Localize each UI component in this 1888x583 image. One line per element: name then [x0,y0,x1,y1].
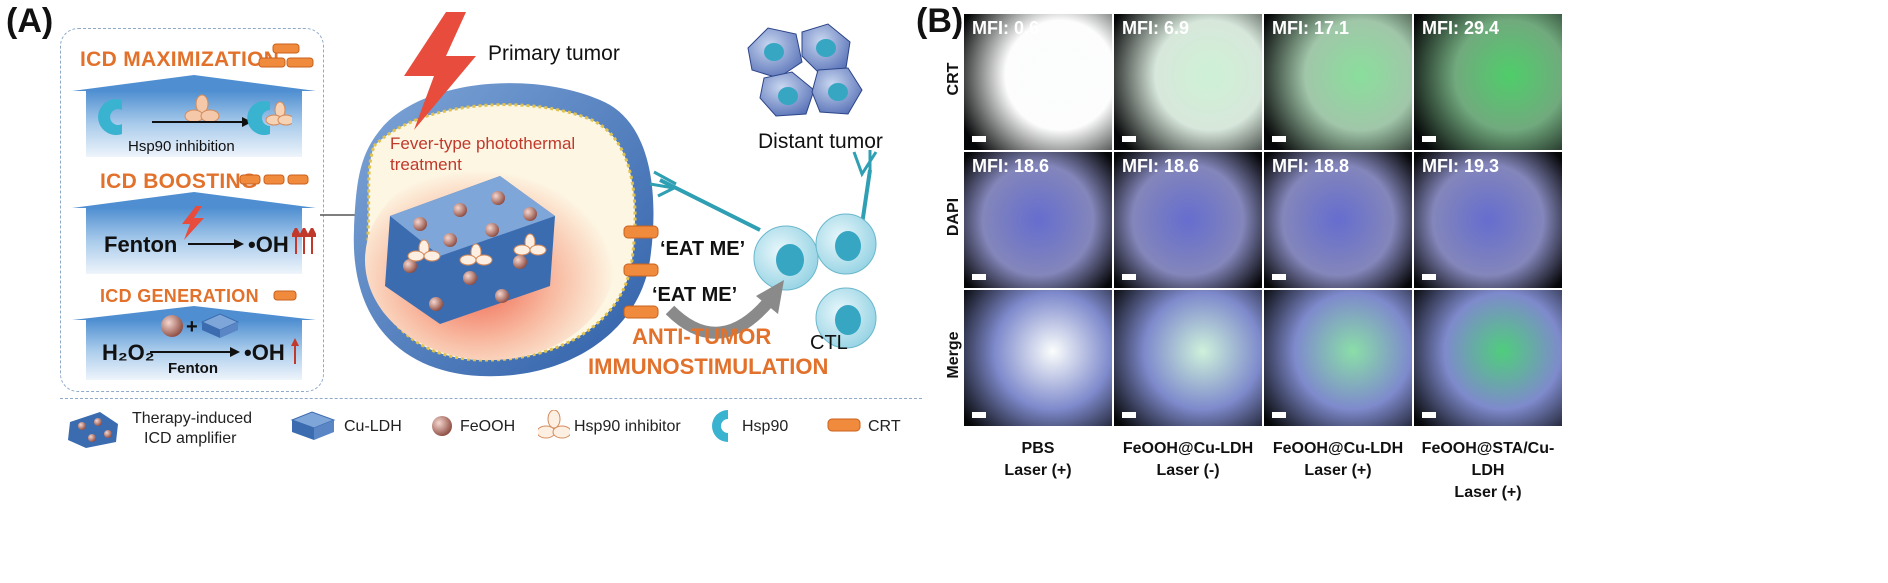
legend-amplifier-2: ICD amplifier [144,430,237,447]
trident-left-icon [650,170,761,232]
micrograph-crt-1: MFI: 0.6 [964,14,1112,150]
lightning-icon [182,206,204,240]
triple-up-arrow-icon [292,228,316,254]
scale-bar [1422,136,1436,142]
primary-tumor-label: Primary tumor [488,42,620,65]
crt-single-icon [273,290,297,301]
micrograph-merge-4 [1414,290,1562,426]
feooh-plus-culdh-icon: + [161,313,240,338]
legend-culdh-icon [290,411,336,440]
generation-box [72,306,316,380]
legend-divider [60,398,922,399]
mfi-label: MFI: 0.6 [972,18,1040,38]
distant-tumor-label: Distant tumor [758,130,883,153]
crt-stack-icon [258,43,314,68]
scale-bar [972,412,986,418]
mechanism-frame [60,28,324,392]
micrograph-dapi-1: MFI: 18.6 [964,152,1112,288]
row-label-dapi: DAPI [945,197,962,237]
micrograph-dapi-2: MFI: 18.6 [1114,152,1262,288]
micrograph-dapi-3: MFI: 18.8 [1264,152,1412,288]
mfi-label: MFI: 18.6 [1122,156,1200,176]
legend-hsp90-icon [712,410,728,442]
scale-bar [1122,412,1136,418]
micrograph-crt-2: MFI: 6.9 [1114,14,1262,150]
scale-bar [1122,136,1136,142]
row-label-merge: Merge [945,331,962,379]
scale-bar [1272,412,1286,418]
generation-arrow [150,347,240,357]
fenton-label: Fenton [104,232,178,257]
legend-feooh-icon [432,416,452,436]
scale-bar [1272,274,1286,280]
oh-generation-label: •OH [244,340,285,365]
laser-bolt-icon [404,12,476,130]
boosting-arrow [188,239,244,249]
h2o2-label: H₂O₂ [102,340,155,365]
svg-text:+: + [186,316,198,338]
crt-row-icon [239,174,309,185]
eat-me-label-1: ‘EAT ME’ [660,238,746,260]
legend-culdh: Cu-LDH [344,418,402,435]
panel-b-label: (B) [916,2,964,40]
distant-tumor-icon [747,23,863,117]
scale-bar [1122,274,1136,280]
anti-tumor-label: ANTI-TUMOR [632,324,772,349]
single-up-arrow-icon [291,338,299,364]
mfi-label: MFI: 6.9 [1122,18,1190,38]
legend-feooh: FeOOH [460,418,516,435]
legend-amplifier-icon [68,412,118,448]
legend-hsp90-inhibitor-icon [538,410,570,439]
hsp90-inhibition-caption: Hsp90 inhibition [128,138,235,155]
immunostimulation-label: IMMUNOSTIMULATION [588,354,829,379]
legend-amplifier-1: Therapy-induced [132,410,253,427]
mfi-label: MFI: 18.6 [972,156,1050,176]
micrograph-crt-4: MFI: 29.4 [1414,14,1562,150]
ctl-cells [753,213,877,349]
micrograph-merge-2 [1114,290,1262,426]
legend-hsp90: Hsp90 [742,418,789,435]
micrograph-merge-1 [964,290,1112,426]
legend-crt: CRT [868,418,901,435]
mfi-label: MFI: 19.3 [1422,156,1500,176]
row-label-crt: CRT [945,62,962,96]
micrograph-merge-3 [1264,290,1412,426]
micrograph-dapi-4: MFI: 19.3 [1414,152,1562,288]
scale-bar [972,274,986,280]
oh-boost-label: •OH [248,232,289,257]
scale-bar [1422,412,1436,418]
eat-me-label-2: ‘EAT ME’ [652,284,738,306]
hsp90-inhibition-icon [98,94,292,135]
fever-text-2: treatment [390,155,462,174]
scale-bar [1272,136,1286,142]
icd-boosting-title: ICD BOOSTING [100,170,258,193]
curved-arrow [665,280,784,339]
mfi-label: MFI: 29.4 [1422,18,1500,38]
mfi-label: MFI: 18.8 [1272,156,1350,176]
scale-bar [1422,274,1436,280]
legend-hsp90-inhibitor: Hsp90 inhibitor [574,418,681,435]
scale-bar [972,136,986,142]
panel-a-label: (A) [6,2,54,40]
icd-generation-title: ICD GENERATION [100,286,259,306]
legend-crt-icon [827,418,861,432]
membrane-crt-icons [623,225,659,319]
micrograph-crt-3: MFI: 17.1 [1264,14,1412,150]
mfi-label: MFI: 17.1 [1272,18,1350,38]
icd-amplifier-nanoparticle [385,176,555,324]
ctl-label: CTL [810,332,848,354]
fever-text-1: Fever-type photothermal [390,134,576,153]
icd-maximization-title: ICD MAXIMIZATION [80,48,280,71]
fenton-caption: Fenton [168,360,218,377]
boosting-box [72,192,316,274]
